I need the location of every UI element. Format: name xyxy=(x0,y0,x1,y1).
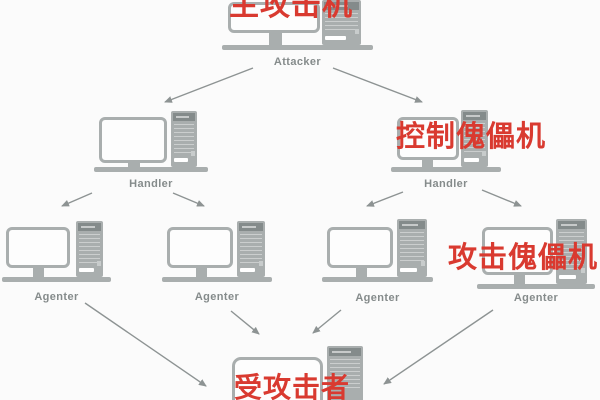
tower-drive-bay xyxy=(173,113,195,121)
tower-icon xyxy=(327,346,363,400)
monitor-icon xyxy=(482,227,553,275)
node-label: Handler xyxy=(129,178,173,190)
desk-base xyxy=(322,277,433,282)
node-agenter-2: Agenter xyxy=(162,221,272,311)
tower-icon xyxy=(556,219,587,284)
tower-button xyxy=(355,29,359,34)
tower-button xyxy=(259,261,263,266)
monitor-icon xyxy=(6,227,70,268)
tower-drive-bay xyxy=(78,223,101,231)
edge-handler1-to-agenter1 xyxy=(61,192,93,207)
monitor-stand xyxy=(514,275,525,284)
tower-vents xyxy=(79,234,100,264)
edge-agenter2-to-victim xyxy=(230,310,260,335)
node-victim xyxy=(232,346,363,400)
tower-slot xyxy=(559,275,577,279)
monitor-icon xyxy=(228,2,320,33)
tower-button xyxy=(191,151,195,156)
node-agenter-1: Agenter xyxy=(2,221,111,311)
tower-drive-bay xyxy=(399,221,425,229)
node-handler-2: Handler xyxy=(391,110,501,195)
desk-base xyxy=(222,45,373,50)
tower-button xyxy=(581,268,585,273)
monitor-icon xyxy=(327,227,393,268)
node-handler-1: Handler xyxy=(94,111,208,196)
monitor-icon xyxy=(167,227,233,268)
tower-drive-bay xyxy=(239,223,263,231)
tower-icon xyxy=(237,221,265,277)
tower-button xyxy=(97,261,101,266)
tower-vents xyxy=(559,232,584,271)
tower-icon xyxy=(171,111,197,167)
tower-vents xyxy=(464,123,485,154)
tower-drive-bay xyxy=(324,2,359,10)
node-label: Attacker xyxy=(273,56,322,68)
annotation-attack-zombie: 攻击傀儡机 xyxy=(448,242,599,274)
monitor-stand xyxy=(356,268,367,277)
annotation-control-zombie: 控制傀儡机 xyxy=(396,121,547,153)
tower-vents xyxy=(240,234,262,264)
tower-button xyxy=(421,261,425,266)
monitor-stand xyxy=(128,163,140,167)
tower-icon xyxy=(76,221,103,277)
monitor-icon xyxy=(397,117,459,160)
node-label: Agenter xyxy=(34,291,79,303)
annotation-main-attacker: 主攻击机 xyxy=(229,0,353,22)
tower-vents xyxy=(325,13,358,32)
tower-icon xyxy=(322,0,361,45)
tower-slot xyxy=(400,268,417,272)
desk-base xyxy=(2,277,111,282)
node-attacker: Attacker xyxy=(222,0,373,80)
tower-slot xyxy=(240,268,256,272)
tower-drive-bay xyxy=(329,348,361,356)
edge-agenter1-to-victim xyxy=(84,302,207,387)
annotation-victim: 受攻击者 xyxy=(234,372,351,400)
tower-vents xyxy=(330,359,360,391)
node-label: Agenter xyxy=(194,291,240,303)
node-label: Handler xyxy=(424,178,468,190)
tower-button xyxy=(482,151,486,156)
tower-vents xyxy=(400,232,424,264)
edge-agenter3-to-victim xyxy=(312,309,342,334)
tower-drive-bay xyxy=(558,221,585,229)
tower-slot xyxy=(464,158,479,162)
tower-drive-bay xyxy=(463,112,486,120)
monitor-stand xyxy=(33,268,44,277)
node-label: Agenter xyxy=(513,292,559,304)
monitor-icon xyxy=(99,117,167,163)
tower-slot xyxy=(174,158,189,162)
edge-agenter4-to-victim xyxy=(383,309,494,385)
node-label: Agenter xyxy=(355,292,400,304)
node-agenter-3: Agenter xyxy=(322,219,433,311)
tower-slot xyxy=(79,268,94,272)
desk-base xyxy=(477,284,595,289)
node-agenter-4: Agenter xyxy=(477,219,595,311)
desk-base xyxy=(162,277,272,282)
monitor-stand xyxy=(422,160,433,167)
tower-vents xyxy=(174,124,194,154)
monitor-stand xyxy=(196,268,207,277)
tower-icon xyxy=(397,219,427,277)
tower-slot xyxy=(325,36,347,40)
monitor-icon xyxy=(232,357,323,400)
tower-icon xyxy=(461,110,488,167)
desk-base xyxy=(94,167,208,172)
desk-base xyxy=(391,167,501,172)
monitor-stand xyxy=(269,33,282,45)
